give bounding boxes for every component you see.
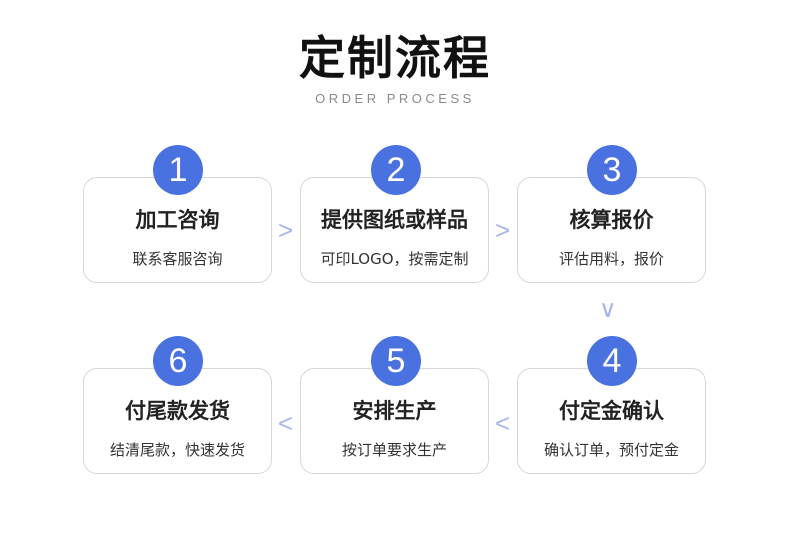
step-number-badge: 1: [153, 145, 203, 195]
step-desc: 联系客服咨询: [132, 250, 223, 268]
step-number-badge: 3: [587, 145, 637, 195]
step-title: 付定金确认: [559, 399, 664, 423]
step-number-badge: 5: [371, 336, 421, 386]
arrow-left-icon: <: [495, 408, 511, 438]
step-desc: 评估用料，报价: [558, 250, 664, 268]
step-title: 安排生产: [352, 399, 437, 423]
step-title: 加工咨询: [135, 208, 220, 232]
step-desc: 结清尾款，快速发货: [109, 441, 245, 459]
step-3-card: 核算报价 评估用料，报价: [517, 177, 706, 283]
step-number-badge: 6: [153, 336, 203, 386]
page-title: 定制流程: [299, 31, 491, 85]
step-number-badge: 4: [587, 336, 637, 386]
step-number-badge: 2: [371, 145, 421, 195]
step-desc: 可印LOGO，按需定制: [320, 250, 469, 268]
step-desc: 按订单要求生产: [341, 441, 447, 459]
arrow-down-icon: ∨: [599, 296, 617, 323]
arrow-right-icon: >: [495, 215, 511, 245]
page-subtitle: ORDER PROCESS: [315, 91, 475, 106]
arrow-right-icon: >: [278, 215, 294, 245]
step-title: 核算报价: [569, 208, 654, 232]
step-desc: 确认订单，预付定金: [543, 441, 679, 459]
arrow-left-icon: <: [278, 408, 294, 438]
step-title: 付尾款发货: [125, 399, 230, 423]
step-title: 提供图纸或样品: [321, 208, 468, 232]
